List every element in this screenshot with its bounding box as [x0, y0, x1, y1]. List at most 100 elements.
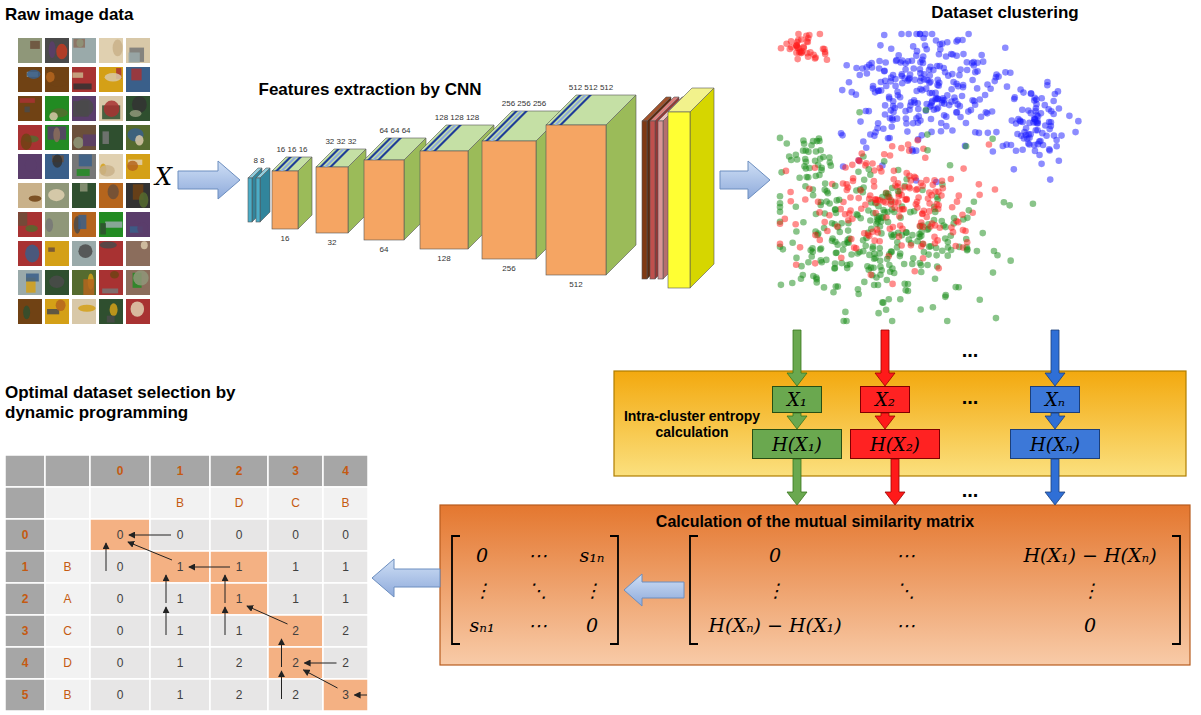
data-point: [948, 86, 955, 93]
data-point: [906, 147, 913, 154]
data-point: [923, 107, 930, 114]
data-point: [847, 194, 854, 201]
table-cell-text: D: [235, 496, 244, 510]
traceback-arrow: [355, 695, 368, 696]
data-point: [1036, 152, 1043, 159]
table-cell: [150, 615, 210, 647]
data-point: [909, 261, 916, 268]
photo-thumbnail: [126, 241, 150, 266]
photo-detail: [77, 39, 84, 47]
data-point: [857, 187, 864, 194]
data-point: [831, 265, 838, 272]
data-point: [883, 306, 890, 313]
matrix-entry: 0: [476, 544, 488, 566]
data-point: [810, 138, 817, 145]
table-cell-text: 0: [22, 528, 29, 542]
layer-size: 16 16 16: [276, 145, 307, 154]
table-cell: [323, 615, 368, 647]
table-cell: [210, 519, 268, 551]
photo-thumbnail: [45, 241, 69, 266]
photo-detail: [83, 279, 94, 295]
table-cell: [210, 487, 268, 519]
table-cell-text: 3: [292, 464, 299, 478]
data-point: [952, 284, 959, 291]
layer-top: [316, 149, 366, 167]
data-point: [948, 176, 955, 183]
layer-top: [546, 95, 636, 125]
data-point: [830, 289, 837, 296]
table-cell-text: A: [63, 592, 71, 606]
conv-slab: [554, 95, 587, 125]
photo-detail: [46, 72, 55, 83]
data-point: [937, 46, 944, 53]
data-point: [896, 233, 903, 240]
data-point: [871, 183, 878, 190]
layer-front: [546, 125, 606, 275]
photo-detail: [108, 184, 119, 199]
data-point: [935, 265, 942, 272]
table-cell: [5, 519, 45, 551]
photo-detail: [73, 137, 83, 149]
data-point: [810, 273, 817, 280]
data-point: [993, 315, 1000, 322]
photo-thumbnail: [18, 125, 42, 150]
data-point: [787, 189, 794, 196]
entropy-value-box: H(X₂): [850, 429, 940, 459]
table-cell: [268, 551, 323, 583]
photo-detail: [53, 127, 60, 142]
data-point: [848, 236, 855, 243]
table-cell-text: 2: [236, 464, 243, 478]
matrix-bracket: [690, 536, 698, 644]
data-point: [822, 51, 829, 58]
data-point: [793, 261, 800, 268]
matrix-entry: 0: [586, 614, 598, 636]
matrix-entry: 0: [1084, 614, 1096, 636]
data-point: [843, 187, 850, 194]
data-point: [896, 213, 903, 220]
table-cell: [323, 519, 368, 551]
data-point: [861, 176, 868, 183]
photo-detail: [131, 301, 145, 316]
cnn-panel: Features extraction by CNN: [240, 75, 720, 300]
data-point: [849, 162, 856, 169]
data-point: [905, 141, 912, 148]
data-point: [966, 207, 973, 214]
matrix-bracket: [452, 536, 460, 644]
layer-top: [256, 168, 270, 178]
layer-side: [606, 95, 636, 275]
entropy-box: Intra-cluster entropy calculationX₁X₂XₙH…: [614, 371, 1186, 476]
table-cell-text: 3: [342, 688, 349, 702]
layer-top: [364, 138, 426, 160]
data-point: [778, 45, 785, 52]
data-point: [816, 172, 823, 179]
table-cell-text: 2: [342, 656, 349, 670]
table-cell-text: 2: [236, 688, 243, 702]
data-point: [794, 156, 801, 163]
data-point: [862, 202, 869, 209]
data-point: [793, 228, 800, 235]
layer-size: 8 8: [253, 156, 264, 165]
photo-detail: [73, 84, 91, 90]
data-point: [912, 77, 919, 84]
table-cell-text: 2: [236, 656, 243, 670]
data-point: [797, 244, 804, 251]
data-point: [949, 127, 956, 134]
data-point: [974, 248, 981, 255]
data-point: [884, 256, 891, 263]
table-cell: [5, 679, 45, 711]
data-point: [815, 199, 822, 206]
data-point: [876, 65, 883, 72]
photo-thumbnail: [18, 183, 42, 208]
data-point: [897, 102, 904, 109]
photo-detail: [141, 241, 148, 249]
photo-thumbnail: [72, 241, 96, 266]
photo-detail: [105, 222, 122, 228]
table-cell: [268, 615, 323, 647]
data-point: [891, 168, 898, 175]
data-point: [913, 201, 920, 208]
table-cell: [5, 455, 45, 487]
data-point: [944, 39, 951, 46]
photo-detail: [21, 133, 32, 149]
layer-front: [256, 178, 260, 222]
data-point: [863, 160, 870, 167]
